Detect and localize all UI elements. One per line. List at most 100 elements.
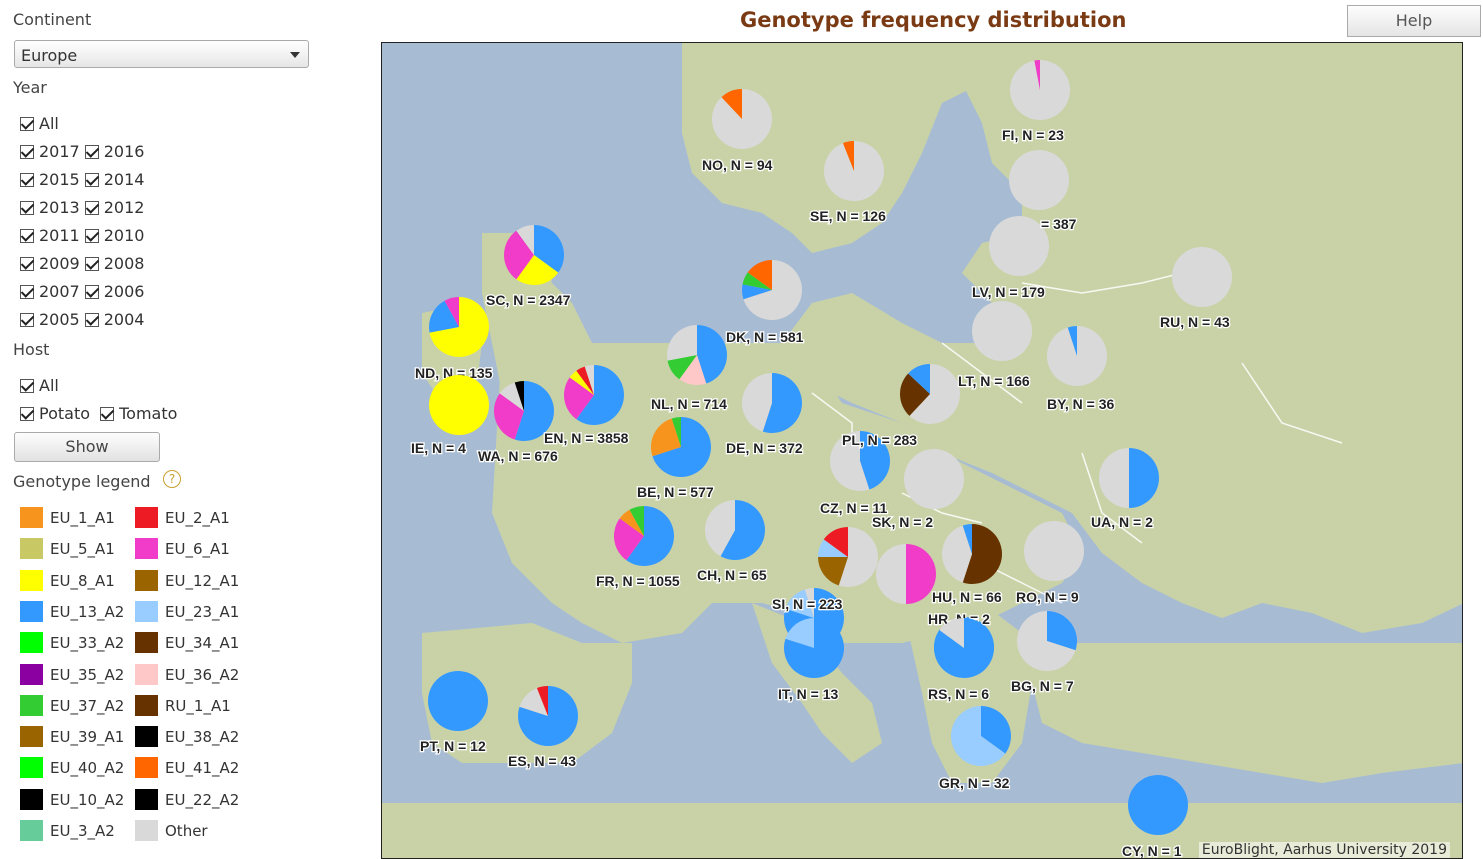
pie-label: RU, N = 43 — [1160, 314, 1230, 330]
tomato-checkbox[interactable] — [100, 407, 115, 421]
pie-chart[interactable] — [900, 364, 960, 424]
year-text: 2005 — [39, 310, 80, 329]
pie-slice — [784, 618, 845, 679]
pie-slice — [962, 524, 972, 554]
legend-swatch — [20, 663, 43, 685]
pie-chart[interactable] — [818, 527, 879, 587]
pie-chart[interactable] — [1024, 521, 1084, 581]
pie-label: UA, N = 2 — [1091, 514, 1153, 530]
pie-slice — [626, 506, 674, 566]
legend-label: EU_5_A1 — [50, 540, 115, 559]
pie-chart[interactable] — [1047, 326, 1108, 386]
pie-chart[interactable] — [1010, 60, 1070, 120]
year-checkbox[interactable] — [84, 173, 99, 187]
pie-slice — [830, 431, 870, 492]
year-checkbox[interactable] — [84, 201, 99, 215]
pie-slice — [584, 365, 594, 395]
legend-swatch — [20, 820, 43, 841]
pie-slice — [429, 300, 459, 333]
pie-chart[interactable] — [667, 325, 727, 385]
year-checkbox[interactable] — [84, 145, 99, 159]
pie-slice — [564, 377, 594, 420]
pie-chart[interactable] — [876, 544, 936, 604]
pie-chart[interactable] — [705, 500, 766, 560]
pie-chart[interactable] — [830, 431, 891, 492]
pie-label: CY, N = 1 — [1122, 843, 1182, 859]
pie-chart[interactable] — [1017, 611, 1077, 671]
pie-chart[interactable] — [934, 618, 995, 679]
pie-chart[interactable] — [972, 301, 1032, 361]
pie-chart[interactable] — [942, 524, 1003, 585]
legend-swatch — [135, 538, 158, 560]
legend-item: EU_41_A2 — [135, 757, 239, 779]
pie-chart[interactable] — [784, 618, 845, 679]
pie-slice — [1067, 326, 1077, 356]
year-checkbox[interactable] — [20, 229, 34, 243]
year-checkbox[interactable] — [20, 285, 34, 299]
pie-chart[interactable] — [1099, 448, 1159, 508]
pie-slice — [679, 355, 707, 385]
host-all-checkbox[interactable] — [20, 379, 34, 393]
pie-chart[interactable] — [904, 449, 964, 509]
year-checkbox[interactable] — [84, 285, 99, 299]
pie-chart[interactable] — [504, 225, 564, 285]
pie-slice — [651, 418, 681, 457]
continent-select[interactable]: Europe — [14, 40, 309, 68]
host-label: Host — [13, 340, 50, 359]
page-title: Genotype frequency distribution — [740, 8, 1127, 32]
pie-slice — [989, 216, 1049, 276]
pie-slice — [842, 141, 854, 171]
pie-chart[interactable] — [494, 381, 554, 442]
pie-chart[interactable] — [742, 373, 802, 434]
pie-chart[interactable] — [951, 706, 1011, 766]
year-checkbox[interactable] — [20, 173, 34, 187]
pie-chart[interactable] — [651, 417, 711, 478]
pie-chart[interactable] — [742, 260, 802, 320]
legend-label: EU_1_A1 — [50, 509, 115, 527]
pie-chart[interactable] — [564, 365, 624, 426]
pie-chart[interactable] — [429, 375, 489, 435]
legend-swatch — [135, 663, 158, 685]
year-checkbox[interactable] — [20, 201, 34, 215]
pie-slice — [1034, 60, 1040, 90]
year-checkbox[interactable] — [84, 313, 99, 327]
genotype-legend-label: Genotype legend — [13, 472, 151, 491]
legend-item: EU_1_A1 — [20, 507, 115, 528]
year-checkbox[interactable] — [84, 229, 99, 243]
pie-chart[interactable] — [1172, 247, 1232, 307]
year-text: 2007 — [39, 282, 80, 301]
pie-chart[interactable] — [429, 297, 489, 357]
year-all-checkbox[interactable] — [20, 117, 34, 131]
pie-chart[interactable] — [614, 506, 674, 566]
pie-label: NL, N = 714 — [651, 396, 727, 412]
legend-swatch — [20, 632, 43, 654]
pie-chart[interactable] — [824, 141, 884, 201]
pie-slice — [697, 325, 727, 384]
show-button[interactable]: Show — [14, 432, 160, 462]
pie-chart[interactable] — [428, 671, 488, 731]
year-checkbox[interactable] — [20, 257, 34, 271]
pie-chart[interactable] — [1009, 150, 1069, 210]
year-checkbox[interactable] — [20, 313, 34, 327]
legend-label: EU_40_A2 — [50, 759, 125, 778]
year-checkbox[interactable] — [20, 145, 34, 159]
pie-chart[interactable] — [712, 89, 772, 149]
pie-chart[interactable] — [1128, 775, 1188, 835]
legend-item: EU_33_A2 — [20, 632, 124, 654]
pie-slice — [876, 544, 906, 604]
help-button[interactable]: Help — [1347, 5, 1481, 37]
pie-label: NO, N = 94 — [702, 157, 773, 173]
year-text: 2006 — [103, 282, 145, 301]
pie-chart[interactable] — [518, 686, 578, 746]
pie-label: RO, N = 9 — [1016, 589, 1079, 605]
pie-slice — [514, 381, 554, 442]
year-checkbox[interactable] — [84, 257, 99, 271]
year-text: 2011 — [39, 226, 80, 245]
help-question-icon[interactable]: ? — [163, 470, 181, 488]
potato-checkbox[interactable] — [20, 407, 34, 421]
pie-chart[interactable] — [989, 216, 1049, 276]
legend-label: EU_12_A1 — [165, 571, 240, 590]
